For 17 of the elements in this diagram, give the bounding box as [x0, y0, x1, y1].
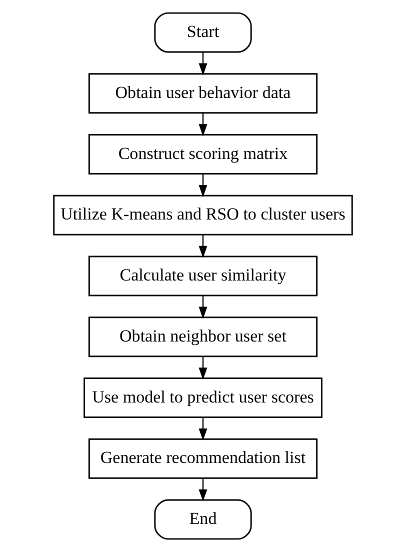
arrow: [198, 52, 208, 76]
node-box: Utilize K-means and RSO to cluster users: [53, 194, 353, 236]
arrow: [198, 174, 208, 198]
node-box: Use model to predict user scores: [84, 378, 322, 418]
node-box: Generate recommendation list: [88, 438, 318, 479]
arrow: [198, 113, 208, 136]
arrow: [198, 417, 208, 441]
arrow: [198, 234, 208, 258]
node-box: End: [154, 499, 252, 540]
node-box: Construct scoring matrix: [88, 134, 318, 174]
node-box: Obtain neighbor user set: [88, 316, 318, 358]
arrow: [198, 356, 208, 380]
arrow: [198, 478, 208, 502]
node-box: Calculate user similarity: [88, 256, 318, 296]
node-box: Obtain user behavior data: [88, 73, 318, 114]
arrow: [198, 296, 208, 319]
node-box: Start: [154, 12, 252, 53]
